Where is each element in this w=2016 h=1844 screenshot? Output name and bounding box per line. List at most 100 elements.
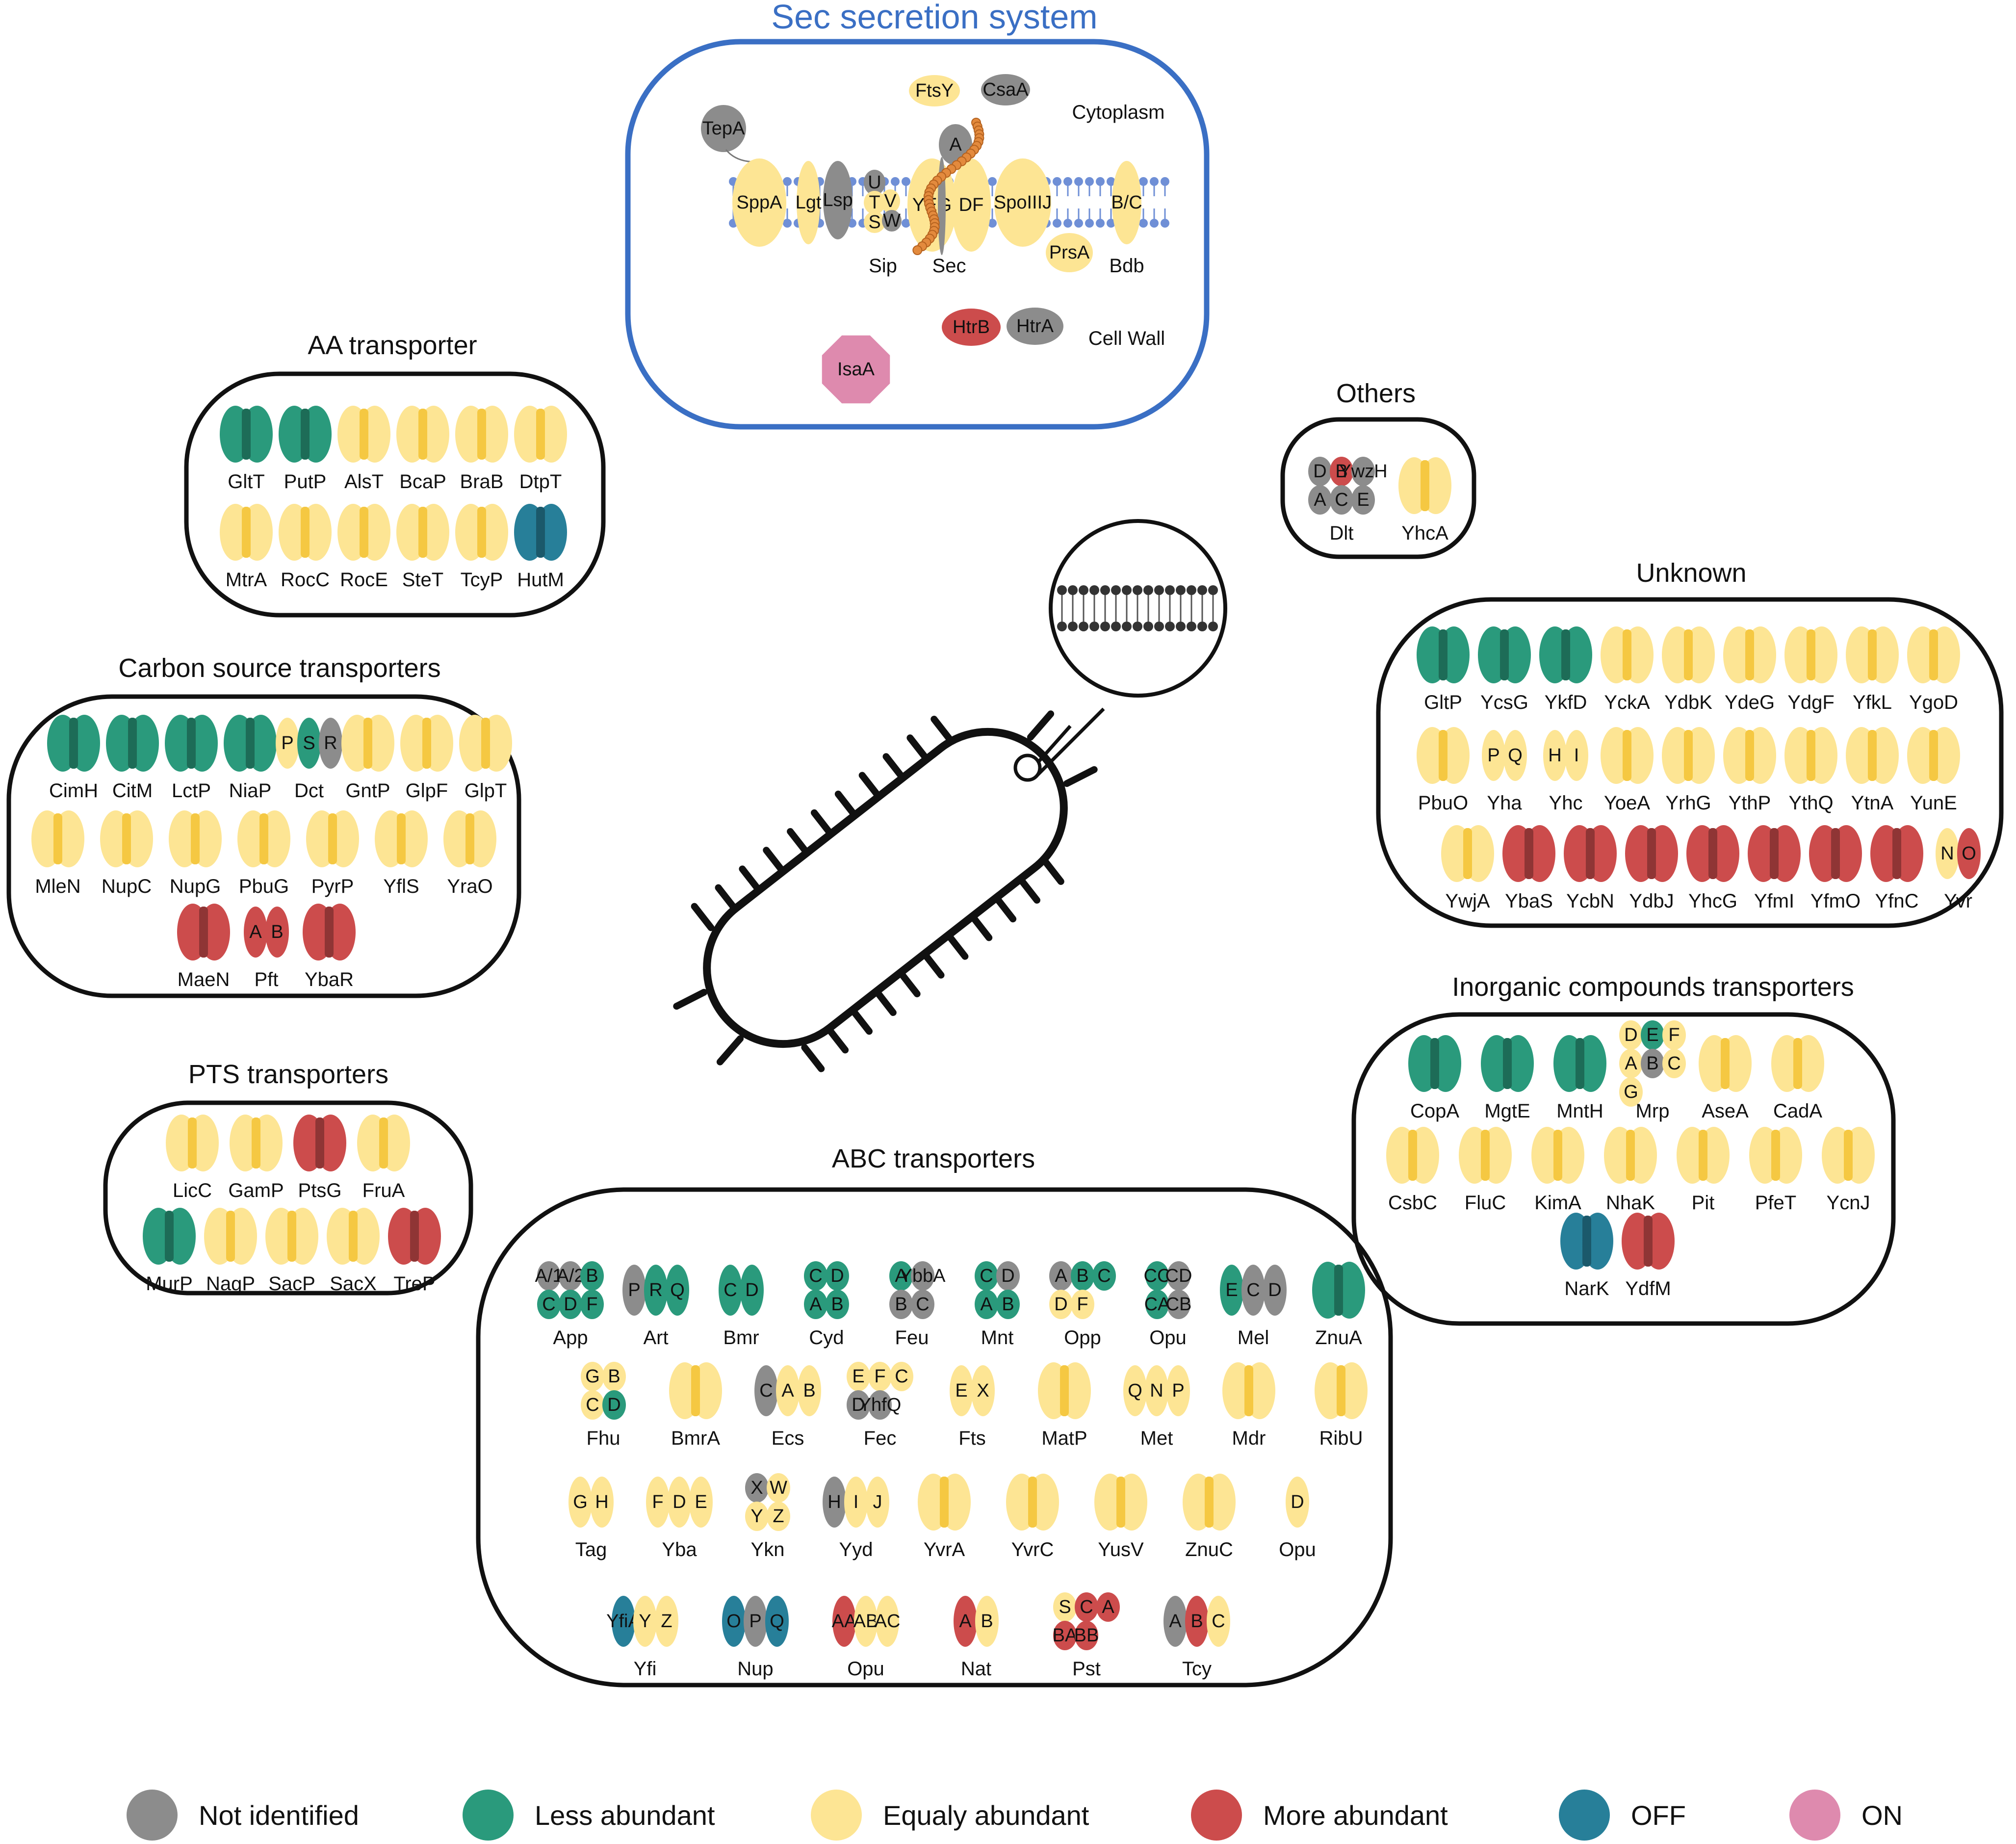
abc-yvrc-24-transporter [1006, 1474, 1059, 1531]
legend-item-off: OFF [1559, 1790, 1686, 1841]
abc-fhu-10-complex-sub-g: G [581, 1362, 604, 1391]
carbon-yfls-13-label: YflS [383, 876, 419, 897]
carbon-citm-1-transporter [106, 715, 159, 772]
svg-text:C: C [586, 1395, 599, 1415]
inorganic-title: Inorganic compounds transporters [1452, 972, 1854, 1002]
inorganic-mrp-3-complex-sub-d: D [1619, 1020, 1643, 1050]
legend-item-on: ON [1789, 1790, 1903, 1841]
bdbbc-protein: B/C [1111, 161, 1142, 244]
svg-text:G: G [1624, 1082, 1638, 1102]
unknown-yune-17-transporter [1907, 727, 1960, 784]
svg-text:CsaA: CsaA [983, 79, 1029, 100]
sec-title: Sec secretion system [771, 0, 1097, 36]
svg-text:E: E [1357, 490, 1369, 510]
svg-text:Q: Q [770, 1611, 784, 1632]
bacterium-cell [673, 710, 1098, 1072]
aa-roce-8-label: RocE [340, 569, 388, 591]
carbon-citm-1-label: CitM [112, 780, 153, 802]
abc-nup-29-complex-sub-p: P [744, 1596, 767, 1647]
abc-mnt-5-complex-sub-c: C [975, 1261, 998, 1291]
cytoplasm-label: Cytoplasm [1072, 102, 1165, 123]
pts-frame [103, 1100, 473, 1296]
pts-frua-3-label: FruA [362, 1180, 405, 1201]
carbon-nupc-9-label: NupC [102, 876, 152, 897]
svg-text:CB: CB [1166, 1294, 1192, 1315]
abc-fhu-10-complex-sub-d: D [602, 1390, 626, 1420]
secv-protein: V [880, 189, 900, 213]
abc-nup-29-complex-sub-o: O [722, 1596, 746, 1647]
inorganic-pit-10-label: Pit [1692, 1192, 1715, 1214]
legend-item-less: Less abundant [463, 1790, 715, 1841]
abc-nat-31-label: Nat [961, 1658, 991, 1680]
svg-text:E: E [1646, 1025, 1658, 1045]
unknown-yha-10-complex-sub-p: P [1482, 730, 1505, 781]
svg-text:HtrB: HtrB [953, 317, 990, 338]
abc-cyd-3-complex-sub-c: C [804, 1261, 827, 1291]
abc-feu-4-complex-sub-c: C [911, 1290, 934, 1319]
aa-hutm-11-label: HutM [517, 569, 564, 591]
svg-text:T: T [869, 192, 880, 213]
unknown-ycka-3-transporter [1601, 626, 1654, 683]
carbon-glpt-7-label: GlpT [465, 780, 507, 802]
unknown-pbuo-9-label: PbuO [1418, 792, 1468, 814]
abc-app-0-complex-sub-a1: A/1 [535, 1261, 563, 1291]
secdf-protein: DF [952, 158, 991, 252]
svg-text:C: C [980, 1266, 993, 1286]
svg-text:E: E [1225, 1280, 1238, 1300]
abc-pst-32-label: Pst [1072, 1658, 1101, 1680]
unknown-ythp-14-transporter [1723, 727, 1776, 784]
abc-fts-14-complex-sub-x: X [971, 1365, 995, 1416]
abc-app-0-label: App [553, 1327, 588, 1349]
cell-wall-label: Cell Wall [1088, 328, 1165, 349]
svg-text:PrsA: PrsA [1049, 242, 1090, 263]
abc-fts-14-label: Fts [958, 1428, 986, 1449]
abc-mnt-5-complex-sub-b: B [996, 1290, 1020, 1319]
unknown-ywja-18-label: YwjA [1445, 890, 1490, 912]
abc-feu-4-label: Feu [895, 1327, 929, 1349]
svg-text:J: J [873, 1492, 882, 1512]
svg-text:A: A [959, 1611, 972, 1632]
svg-text:Less abundant: Less abundant [535, 1800, 715, 1831]
unknown-yhc-11-complex-sub-i: I [1565, 730, 1588, 781]
unknown-ythq-15-label: YthQ [1788, 792, 1833, 814]
unknown-title: Unknown [1636, 558, 1746, 588]
aa-gltt-0-label: GltT [228, 471, 265, 493]
carbon-gntp-5-transporter [341, 715, 394, 772]
inorganic-ycnj-12-label: YcnJ [1827, 1192, 1870, 1214]
unknown-yoea-12-label: YoeA [1604, 792, 1651, 814]
aa-mtra-6-label: MtrA [226, 569, 267, 591]
carbon-dct-4-complex-sub-s: S [297, 718, 321, 769]
unknown-yrhg-13-label: YrhG [1665, 792, 1711, 814]
unknown-frame [1376, 597, 2004, 928]
tepa-protein: TepA [701, 105, 746, 152]
abc-opu-30-label: Opu [847, 1658, 884, 1680]
secs-protein: S [864, 211, 885, 233]
svg-text:C: C [1246, 1280, 1260, 1300]
svg-text:C: C [759, 1380, 773, 1401]
aa-tcyp-10-label: TcyP [461, 569, 503, 591]
abc-tcy-33-complex-sub-a: A [1163, 1596, 1187, 1647]
unknown-yfnc-25-label: YfnC [1875, 890, 1919, 912]
unknown-ycka-3-label: YckA [1604, 692, 1650, 713]
inorganic-ydfm-14-label: YdfM [1625, 1278, 1671, 1299]
svg-text:A: A [895, 1266, 907, 1286]
svg-text:B: B [1002, 1294, 1014, 1315]
carbon-glpf-6-label: GlpF [406, 780, 448, 802]
carbon-yrao-14-transporter [443, 810, 496, 867]
carbon-dct-4-label: Dct [294, 780, 324, 802]
svg-text:H: H [827, 1492, 841, 1512]
svg-text:B: B [803, 1380, 815, 1401]
pts-licc-0-transporter [166, 1115, 219, 1171]
abc-opp-6-complex-sub-c: C [1092, 1261, 1116, 1291]
inorganic-copa-0-label: CopA [1410, 1100, 1459, 1122]
svg-text:A/2: A/2 [556, 1266, 584, 1286]
aa-mtra-6-transporter [220, 504, 273, 561]
svg-text:C: C [1212, 1611, 1225, 1632]
unknown-ydeg-5-transporter [1723, 626, 1776, 683]
aa-putp-1-label: PutP [284, 471, 327, 493]
